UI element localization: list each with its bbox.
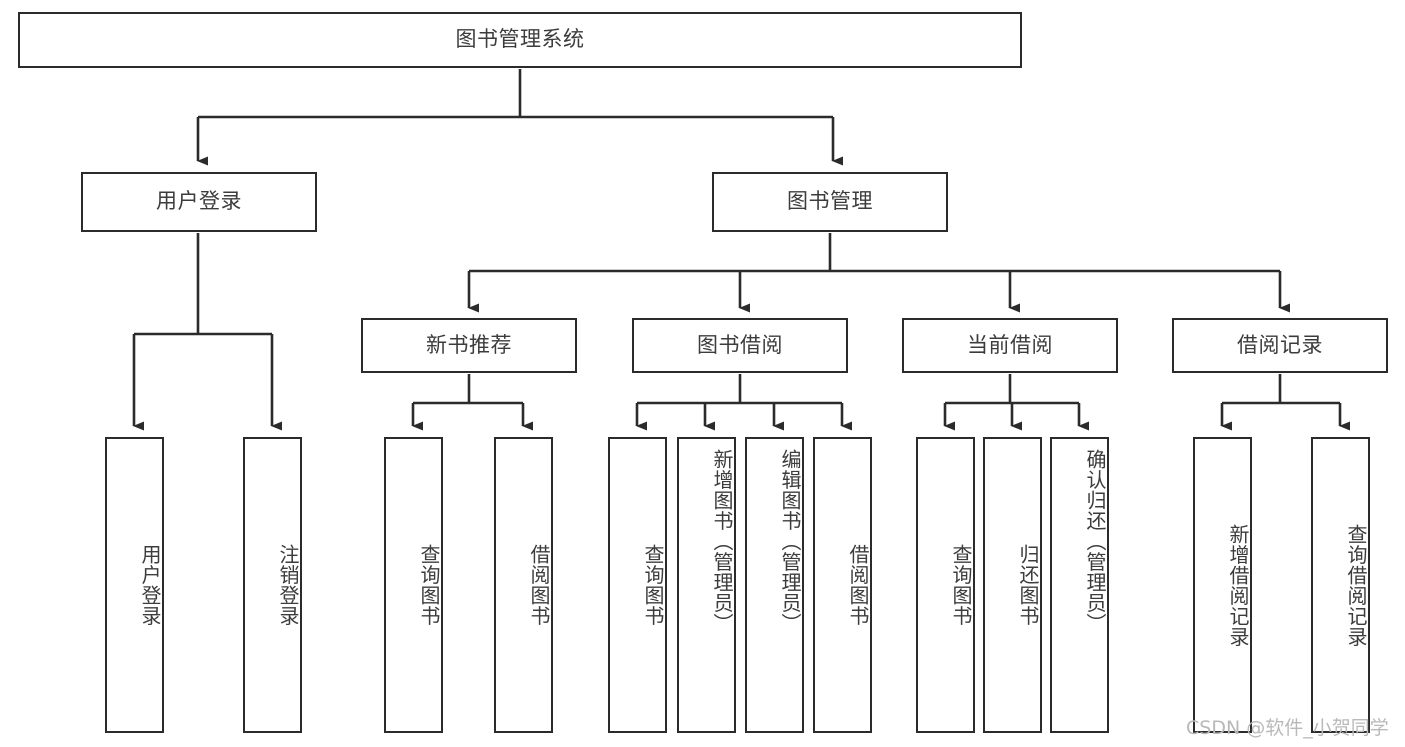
leaf-current-borrow-query-book[interactable]: 查询图书 [916,437,975,733]
leaf-current-borrow-confirm-return-admin[interactable]: 确认归还（管理员） [1050,437,1109,733]
node-new-book-recommend[interactable]: 新书推荐 [361,318,577,373]
node-user-login[interactable]: 用户登录 [81,172,317,232]
node-root-book-management-system[interactable]: 图书管理系统 [18,12,1022,68]
leaf-book-borrow-query-book[interactable]: 查询图书 [608,437,667,733]
leaf-user-login-logout[interactable]: 注销登录 [243,437,302,733]
node-current-borrow[interactable]: 当前借阅 [902,318,1118,373]
leaf-current-borrow-return-book[interactable]: 归还图书 [983,437,1042,733]
node-book-borrow[interactable]: 图书借阅 [632,318,848,373]
leaf-new-book-borrow-book[interactable]: 借阅图书 [494,437,553,733]
leaf-borrow-record-query-record[interactable]: 查询借阅记录 [1311,437,1370,733]
leaf-user-login-login[interactable]: 用户登录 [105,437,164,733]
leaf-book-borrow-edit-book-admin[interactable]: 编辑图书（管理员） [745,437,804,733]
leaf-borrow-record-add-record[interactable]: 新增借阅记录 [1193,437,1252,733]
leaf-book-borrow-add-book-admin[interactable]: 新增图书（管理员） [677,437,736,733]
leaf-new-book-query-book[interactable]: 查询图书 [384,437,443,733]
node-borrow-record[interactable]: 借阅记录 [1172,318,1388,373]
node-book-management[interactable]: 图书管理 [712,172,948,232]
leaf-book-borrow-borrow-book[interactable]: 借阅图书 [813,437,872,733]
